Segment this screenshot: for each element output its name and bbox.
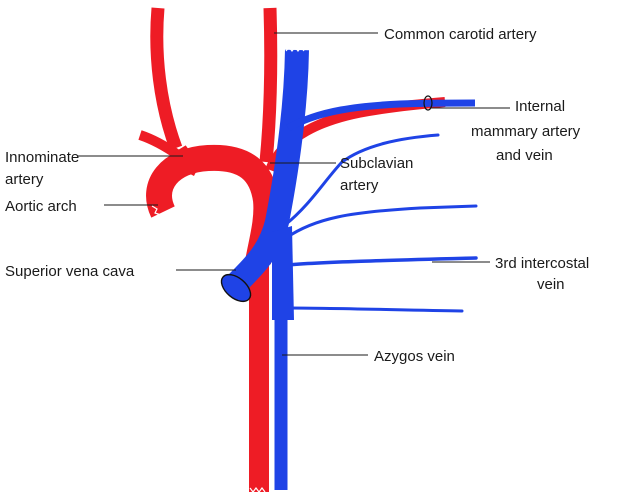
internal-mammary-artery-cut-end (423, 95, 433, 111)
label-internal-mammary-line2: mammary artery (471, 123, 581, 140)
label-subclavian-line2: artery (340, 177, 379, 194)
label-innominate-line2: artery (5, 171, 44, 188)
label-subclavian-line1: Subclavian (340, 155, 413, 172)
left-common-carotid-artery (259, 7, 278, 163)
intercostal-vein-1 (283, 133, 440, 227)
cut-end-marks (151, 46, 305, 493)
aortic-arch (146, 144, 280, 265)
label-aortic-arch: Aortic arch (5, 198, 77, 215)
internal-mammary-vein (286, 99, 476, 132)
label-superior-vena-cava: Superior vena cava (5, 263, 135, 280)
aorta-bottom-zigzag (249, 487, 266, 493)
label-internal-mammary-line3: and vein (496, 147, 553, 164)
label-common-carotid-artery: Common carotid artery (384, 26, 537, 43)
right-common-carotid-artery (150, 7, 183, 151)
svc-top-zigzag (285, 46, 305, 52)
intercostal-vein-2 (284, 204, 478, 240)
intercostal-vein-4 (286, 306, 464, 313)
third-intercostal-vein (286, 256, 478, 267)
label-3rd-intercostal-line1: 3rd intercostal (495, 255, 589, 272)
veins (220, 49, 478, 490)
label-innominate-line1: Innominate (5, 149, 79, 166)
labels: Common carotid artery Internal mammary a… (5, 26, 589, 365)
label-3rd-intercostal-line2: vein (537, 276, 565, 293)
aortic-arch-cut (151, 205, 162, 220)
vein-junction-fill (272, 226, 294, 320)
label-internal-mammary-line1: Internal (515, 98, 565, 115)
superior-vena-cava (226, 49, 309, 294)
leader-lines (78, 32, 510, 356)
vena-cava-cut-end (220, 273, 252, 303)
label-azygos-vein: Azygos vein (374, 348, 455, 365)
